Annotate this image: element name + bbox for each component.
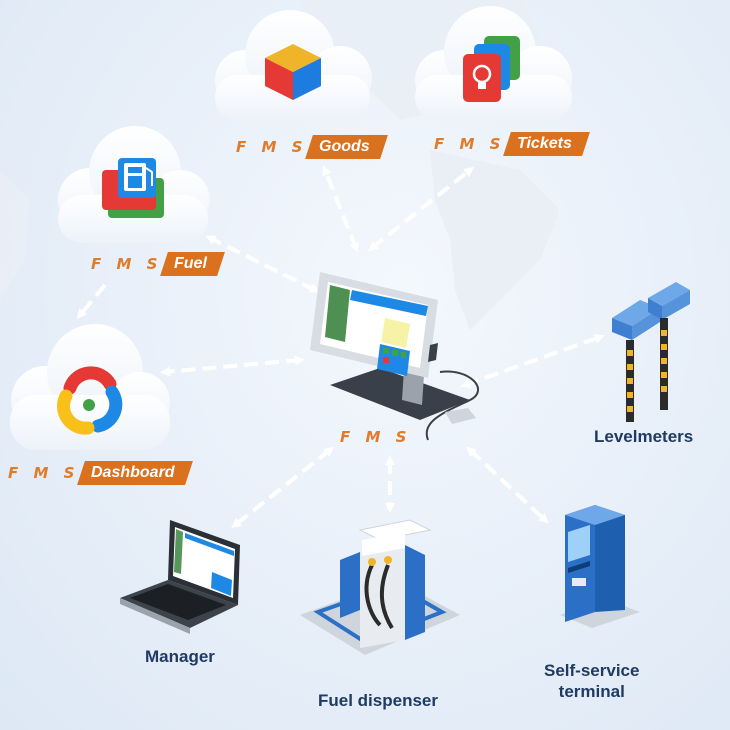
fms-fuel-prefix: F M S <box>91 255 163 273</box>
self-service-terminal-icon <box>560 505 640 628</box>
arrow-fuel-down <box>76 283 107 319</box>
self-service-label-line1: Self-service <box>544 661 640 680</box>
arrow-dashboard <box>160 355 305 377</box>
self-service-label: Self-service terminal <box>544 660 639 702</box>
fms-dashboard-tag: F M S Dashboard <box>8 460 193 486</box>
tickets-icon <box>463 36 520 102</box>
fms-tickets-label: Tickets <box>517 135 573 152</box>
fms-goods-prefix: F M S <box>236 138 308 156</box>
fms-tickets-prefix: F M S <box>434 135 506 153</box>
arrow-self-service <box>466 446 549 524</box>
cube-icon <box>265 44 321 100</box>
fuel-pump-icon <box>102 158 164 218</box>
arrow-goods <box>322 165 359 253</box>
fms-goods-tag: F M S Goods <box>236 134 388 160</box>
fuel-dispenser-label: Fuel dispenser <box>318 691 438 710</box>
connection-arrows <box>76 165 605 529</box>
self-service-label-line2: terminal <box>558 682 625 701</box>
arrow-manager <box>231 446 334 529</box>
levelmeters-label: Levelmeters <box>594 427 694 446</box>
fms-terminal <box>310 272 480 441</box>
fms-dashboard-label: Dashboard <box>91 464 175 481</box>
fms-fuel-label: Fuel <box>174 255 208 272</box>
fms-center-label: F M S <box>340 428 412 446</box>
fuel-dispenser-icon <box>300 519 460 655</box>
laptop-icon <box>120 520 240 634</box>
fms-center-tag: F M S <box>340 424 413 450</box>
dashboard-swirl-icon <box>57 366 123 435</box>
fms-fuel-tag: F M S Fuel <box>91 251 226 277</box>
arrow-levelmeters <box>460 333 605 389</box>
fms-tickets-tag: F M S Tickets <box>434 131 591 157</box>
arrow-fuel <box>205 235 320 293</box>
fms-goods-label: Goods <box>319 138 371 155</box>
levelmeters-icon <box>612 282 690 422</box>
fms-dashboard-prefix: F M S <box>8 464 80 482</box>
manager-label: Manager <box>145 647 215 666</box>
